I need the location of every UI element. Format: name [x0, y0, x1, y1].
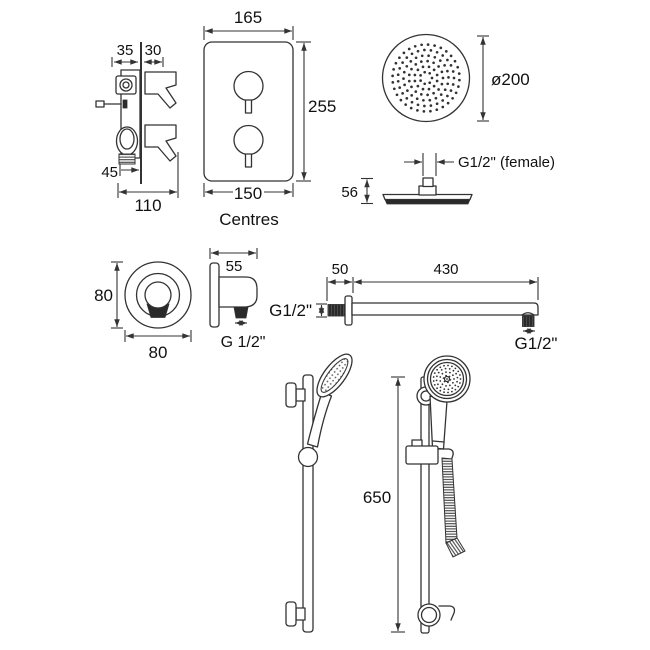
dim-110: 110 — [134, 196, 161, 215]
rail-length-dimension: 650 — [363, 376, 405, 633]
handset-head-ring2 — [429, 361, 465, 397]
shower-hose-end — [445, 537, 466, 558]
valve-plate — [203, 41, 294, 182]
rail-rod-front — [420, 376, 430, 634]
rail-clamp — [405, 445, 439, 465]
arm-tube — [351, 302, 539, 316]
centres-label: Centres — [219, 210, 279, 229]
dim-50: 50 — [332, 261, 349, 278]
dim-150: 150 — [234, 184, 262, 203]
bottom-ring-inner — [420, 606, 438, 624]
head-neck — [418, 185, 437, 196]
handset-handle-side — [306, 391, 333, 448]
dim-55: 55 — [226, 258, 243, 275]
valve-knob-top — [233, 70, 264, 102]
hose-nut-line — [432, 440, 445, 443]
handset-face-side — [320, 358, 349, 393]
shower-head-side-view: G1/2" (female) 56 — [341, 153, 555, 205]
lever-tip — [95, 100, 105, 108]
handset-spray-dots — [432, 364, 462, 394]
arm-outlet-thread — [522, 315, 535, 327]
spray-nozzle-dots — [391, 43, 461, 113]
arm-wall-thread — [327, 304, 346, 317]
valve-knob-bottom — [233, 124, 264, 156]
arm-flange — [344, 295, 353, 326]
slide-rail-front-view — [405, 355, 471, 634]
shower-head-face — [381, 33, 471, 123]
valve-top-port — [119, 78, 133, 92]
dim-650: 650 — [363, 488, 391, 507]
dim-45: 45 — [101, 164, 118, 181]
outlet-nozzle — [144, 281, 172, 309]
label-mask — [233, 184, 264, 200]
rail-rod — [302, 374, 314, 633]
dim-430: 430 — [433, 261, 458, 278]
wall-bracket-bottom — [285, 601, 297, 627]
wall-outlet-front-view: 80 80 — [94, 261, 192, 362]
rail-slider-ball — [297, 446, 319, 468]
valve-bottom-port-inner — [119, 128, 135, 150]
valve-front-view: 165 255 150 Centres — [203, 8, 336, 229]
dim-56: 56 — [341, 184, 358, 201]
handset-head-ring — [426, 358, 468, 400]
valve-knob-top-lever — [244, 99, 253, 114]
handle-profile-top — [144, 71, 177, 109]
outlet-wall-plate — [209, 262, 220, 328]
outlet-flange — [124, 261, 192, 329]
dim-255: 255 — [308, 97, 336, 116]
valve-knob-bottom-lever — [244, 153, 253, 168]
arm-outlet-dome — [521, 312, 535, 316]
dim-30: 30 — [145, 42, 162, 59]
hose-hook-top — [437, 448, 454, 462]
valve-top-port-inner — [122, 81, 130, 89]
valve-top-fitting — [115, 75, 137, 95]
wall-outlet-side-view: 55 G 1/2" — [209, 248, 266, 351]
dim-80-h: 80 — [149, 343, 168, 362]
shower-head-top-view: ø200 — [381, 33, 530, 123]
shower-hose — [441, 457, 458, 544]
valve-detail — [122, 99, 128, 109]
valve-side-view: 35 30 45 110 — [95, 42, 179, 215]
outlet-thread-side — [233, 306, 249, 319]
dim-165: 165 — [234, 8, 262, 27]
dim-35: 35 — [117, 42, 134, 59]
handset-center-cap — [443, 375, 451, 383]
arm-conn-wall-label: G1/2" — [269, 301, 312, 320]
wall-bracket-top — [285, 382, 297, 408]
head-conn-label: G1/2" (female) — [458, 154, 555, 171]
shower-arm-view: 50 430 G1/2" G1/2" — [269, 261, 557, 353]
outlet-conn-label: G 1/2" — [221, 334, 266, 351]
outlet-elbow-body — [218, 276, 258, 308]
dim-80-v: 80 — [94, 286, 113, 305]
head-spray-band — [384, 199, 471, 205]
hose-hook-bottom — [438, 605, 456, 621]
arm-conn-end-label: G1/2" — [515, 334, 558, 353]
head-inlet-fitting — [422, 177, 434, 188]
bracket-arm-bottom — [295, 607, 306, 621]
slide-rail-side-view — [285, 353, 353, 633]
handle-profile-bottom — [144, 124, 177, 162]
dim-dia200: ø200 — [491, 70, 530, 89]
bracket-arm-top — [295, 388, 306, 402]
valve-outlet-thread — [118, 153, 136, 165]
